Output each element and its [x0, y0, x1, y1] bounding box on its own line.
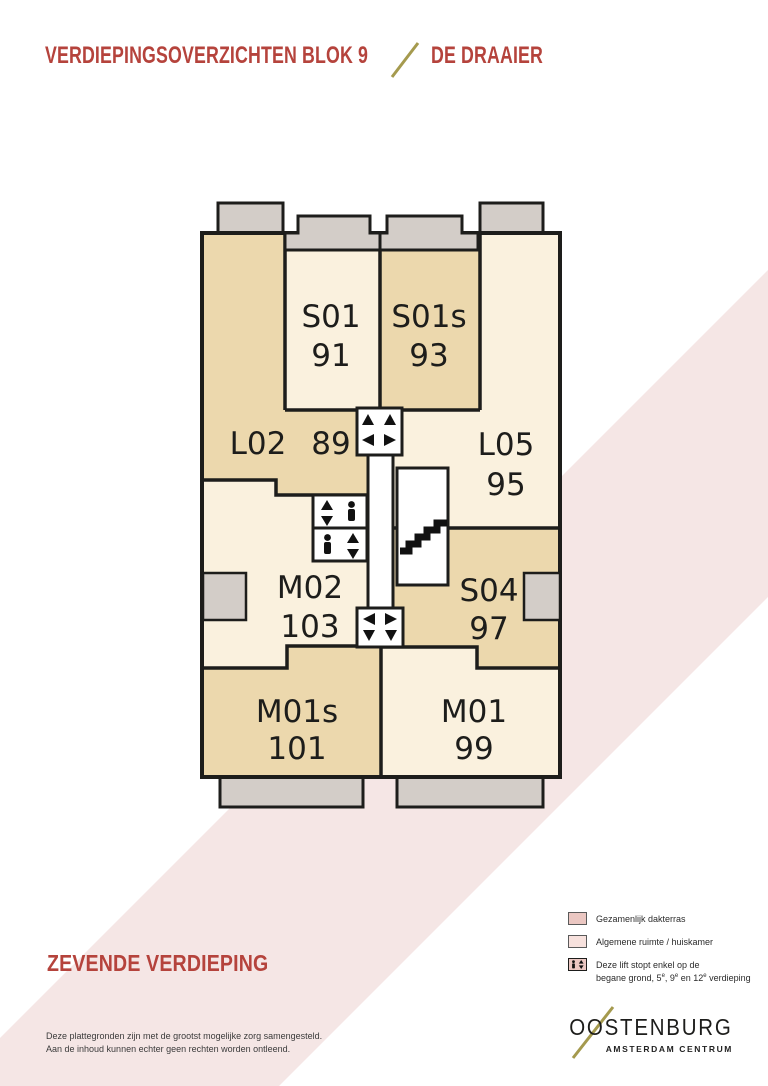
- lift-note-line1: Deze lift stopt enkel op de: [596, 960, 700, 970]
- legend-label: Gezamenlijk dakterras: [596, 914, 686, 924]
- page-title: VERDIEPINGSOVERZICHTEN BLOK 9: [45, 42, 369, 69]
- stairs-icon: [395, 466, 450, 587]
- legend: Gezamenlijk dakterras Algemene ruimte / …: [568, 912, 758, 983]
- room-m01-number: 99: [454, 731, 493, 767]
- balcony-left-inset: [201, 571, 248, 622]
- top-step-balconies: [283, 214, 480, 252]
- room-m01-name: M01: [441, 694, 507, 730]
- legend-label: Algemene ruimte / huiskamer: [596, 937, 714, 947]
- balcony-top-right: [478, 201, 545, 235]
- lift-legend-glyphs: [572, 960, 584, 969]
- room-m01s-name: M01s: [256, 694, 338, 730]
- balcony-top-left: [216, 201, 285, 235]
- legend-lift-note: Deze lift stopt enkel op de begane grond…: [596, 960, 751, 984]
- corridor: [366, 453, 395, 610]
- lift-note-part: begane grond, 5: [596, 973, 662, 983]
- room-s04-name: S04: [459, 573, 518, 609]
- legend-swatch-algemene-ruimte: [568, 935, 587, 948]
- page-subtitle: DE DRAAIER: [431, 42, 543, 69]
- lift-stop-icon-top: [355, 406, 404, 457]
- lift-note-sup: e: [674, 973, 679, 979]
- room-s01s-number: 93: [409, 338, 448, 374]
- floor-title: ZEVENDE VERDIEPING: [47, 950, 269, 976]
- legend-swatch-dakterras: [568, 912, 587, 925]
- room-m02-number: 103: [280, 609, 339, 645]
- oostenburg-logo: OOSTENBURG AMSTERDAM CENTRUM: [549, 1014, 733, 1054]
- balcony-s01s: [378, 214, 480, 252]
- gold-slash-icon: [390, 42, 420, 78]
- balcony-s01: [283, 214, 382, 252]
- lift-note-part: , 9: [664, 973, 675, 983]
- room-m01s-region: [202, 646, 381, 777]
- room-m02-name: M02: [277, 570, 343, 606]
- lift-note-sup: e: [661, 973, 665, 979]
- room-s01s-name: S01s: [391, 299, 466, 335]
- room-s04-number: 97: [469, 611, 508, 647]
- balcony-bottom-right: [395, 775, 545, 809]
- room-l02-number: 89: [311, 426, 350, 462]
- room-labels: S01 91 S01s 93 L02 89 L05 95 M02 103 S04…: [230, 299, 535, 767]
- disclaimer-line1: Deze plattegronden zijn met de grootst m…: [46, 1031, 323, 1041]
- lift-stop-icon-bottom: [355, 606, 405, 649]
- lift-note-part: verdieping: [706, 973, 751, 983]
- room-m01s-number: 101: [267, 731, 326, 767]
- legend-item-dakterras: Gezamenlijk dakterras: [568, 912, 758, 926]
- lift-legend-icon: [568, 958, 587, 971]
- outer-balconies: [216, 201, 545, 809]
- logo-tagline: AMSTERDAM CENTRUM: [605, 1044, 733, 1054]
- lift-note-sup: e: [703, 973, 707, 979]
- balcony-bottom-left: [218, 775, 365, 809]
- lift-note-part: en 12: [678, 973, 704, 983]
- room-s01-number: 91: [311, 338, 350, 374]
- logo-name: OOSTENBURG: [569, 1014, 733, 1040]
- room-l05-name: L05: [478, 427, 535, 463]
- room-s01-name: S01: [301, 299, 360, 335]
- room-s01s-region: [380, 250, 480, 410]
- logo-gold-slash-icon: [571, 1006, 615, 1059]
- elevator-icon: [311, 493, 369, 563]
- disclaimer: Deze plattegronden zijn met de grootst m…: [46, 1030, 322, 1056]
- room-l05-number: 95: [486, 467, 525, 503]
- disclaimer-line2: Aan de inhoud kunnen echter geen rechten…: [46, 1044, 291, 1054]
- room-l02-name: L02: [230, 426, 287, 462]
- legend-item-lift: Deze lift stopt enkel op de begane grond…: [568, 958, 758, 983]
- balcony-right-inset: [522, 571, 562, 622]
- legend-item-algemene-ruimte: Algemene ruimte / huiskamer: [568, 935, 758, 949]
